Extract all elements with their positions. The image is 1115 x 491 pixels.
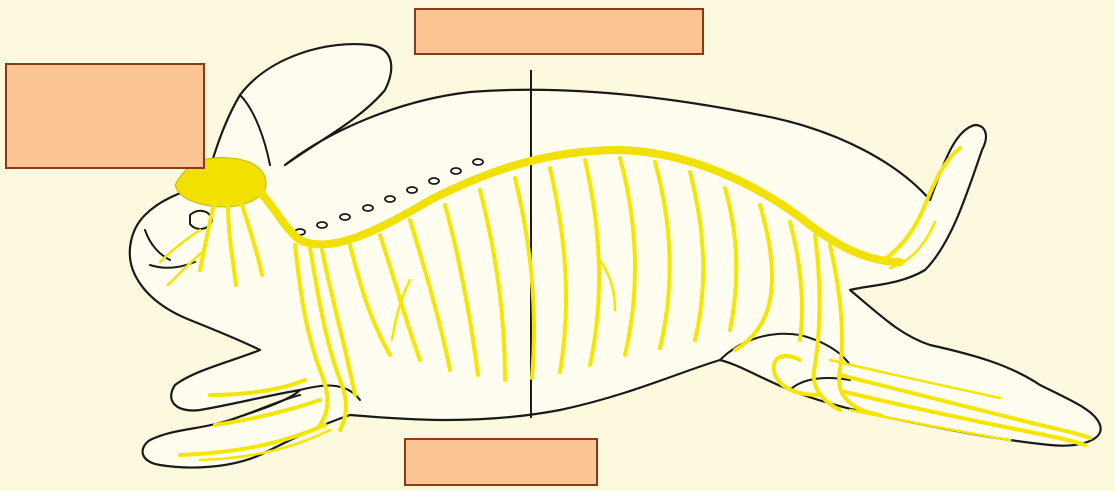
label-box-left[interactable] [5, 63, 205, 169]
label-box-bottom[interactable] [404, 438, 598, 486]
label-box-top[interactable] [414, 8, 704, 55]
